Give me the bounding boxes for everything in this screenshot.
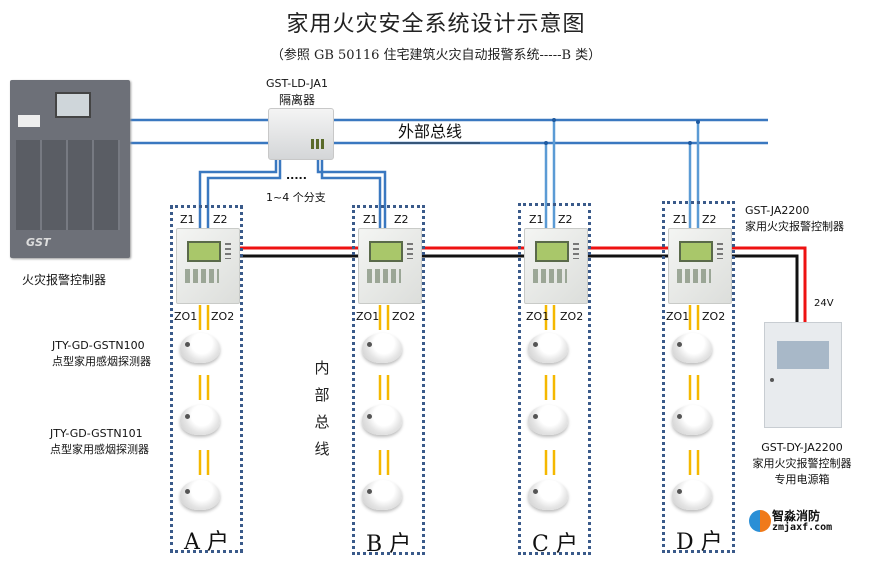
household-b-z1: Z1 xyxy=(363,213,378,226)
household-a-detector-1[interactable] xyxy=(180,333,220,363)
branch-b-z1 xyxy=(316,158,387,228)
household-c xyxy=(518,203,591,555)
power-supply-desc: 专用电源箱 xyxy=(774,473,830,486)
branch-a-z1 xyxy=(198,158,278,228)
power-supply-model: GST-DY-JA2200 xyxy=(761,441,843,454)
household-d-detector-1[interactable] xyxy=(672,333,712,363)
household-b-detector-1[interactable] xyxy=(362,333,402,363)
branch-note: 1~4 个分支 xyxy=(266,191,326,204)
external-bus-label: 外部总线 xyxy=(398,122,463,141)
panel-brand-logo: GST xyxy=(26,236,51,249)
household-a-z1: Z1 xyxy=(180,213,195,226)
watermark-url: zmjaxf.com xyxy=(772,522,833,533)
household-b-z2: Z2 xyxy=(394,213,409,226)
household-b-detector-2[interactable] xyxy=(362,405,402,435)
household-d-controller[interactable] xyxy=(668,228,732,304)
household-a-label: A 户 xyxy=(184,530,229,555)
home-controller-name: 家用火灾报警控制器 xyxy=(745,220,844,233)
household-c-z1: Z1 xyxy=(529,213,544,226)
household-c-zo2: ZO2 xyxy=(560,310,584,323)
watermark-name: 智淼消防 xyxy=(772,509,821,523)
household-a-controller[interactable] xyxy=(176,228,240,304)
household-d-label: D 户 xyxy=(676,530,723,555)
household-c-zo1: ZO1 xyxy=(526,310,550,323)
branch-a-z2 xyxy=(206,158,282,228)
detector-2-name: 点型家用感烟探测器 xyxy=(50,443,149,456)
watermark-logo-icon xyxy=(749,510,771,532)
power-supply-panel xyxy=(777,341,829,369)
household-b-label: B 户 xyxy=(366,532,412,557)
power-supply-name: 家用火灾报警控制器 xyxy=(752,457,852,470)
detector-1-model: JTY-GD-GSTN100 xyxy=(52,339,145,352)
household-a-detector-3[interactable] xyxy=(180,480,220,510)
zone-output-lines xyxy=(198,305,700,475)
branch-dots: ..... xyxy=(286,169,307,182)
household-b-zo2: ZO2 xyxy=(392,310,416,323)
panel-printer xyxy=(18,115,40,127)
power-supply-box xyxy=(764,322,842,428)
household-d xyxy=(662,201,735,553)
household-a-zo2: ZO2 xyxy=(211,310,235,323)
household-c-detector-1[interactable] xyxy=(528,333,568,363)
household-c-z2: Z2 xyxy=(558,213,573,226)
household-d-zo2: ZO2 xyxy=(702,310,726,323)
household-c-detector-2[interactable] xyxy=(528,405,568,435)
isolator-device xyxy=(268,108,334,160)
panel-display xyxy=(55,92,91,118)
fire-alarm-controller-panel: GST xyxy=(10,80,130,258)
diagram-subtitle: （参照 GB 50116 住宅建筑火灾自动报警系统-----B 类） xyxy=(270,48,602,63)
power-voltage-label: 24V xyxy=(814,298,834,309)
power-line-positive xyxy=(240,246,807,322)
main-controller-label: 火灾报警控制器 xyxy=(22,273,107,287)
internal-bus-label: 内 部 总 线 xyxy=(314,359,330,458)
isolator-leds xyxy=(311,139,325,149)
household-b xyxy=(352,205,425,555)
detector-1-name: 点型家用感烟探测器 xyxy=(52,355,151,368)
power-line-negative xyxy=(240,254,799,322)
household-c-controller[interactable] xyxy=(524,228,588,304)
household-d-detector-3[interactable] xyxy=(672,480,712,510)
household-b-zo1: ZO1 xyxy=(356,310,380,323)
household-a-detector-2[interactable] xyxy=(180,405,220,435)
household-d-z2: Z2 xyxy=(702,213,717,226)
power-supply-lock xyxy=(770,378,774,382)
branch-b-z2 xyxy=(320,158,382,228)
household-c-label: C 户 xyxy=(532,532,578,557)
household-a-zo1: ZO1 xyxy=(174,310,198,323)
isolator-label: 隔离器 xyxy=(278,93,315,107)
household-d-z1: Z1 xyxy=(673,213,688,226)
household-c-detector-3[interactable] xyxy=(528,480,568,510)
panel-modules xyxy=(16,140,120,230)
household-d-zo1: ZO1 xyxy=(666,310,690,323)
isolator-model: GST-LD-JA1 xyxy=(266,77,328,90)
household-d-detector-2[interactable] xyxy=(672,405,712,435)
household-b-detector-3[interactable] xyxy=(362,480,402,510)
household-a-z2: Z2 xyxy=(213,213,228,226)
diagram-title: 家用火灾安全系统设计示意图 xyxy=(286,12,586,37)
household-b-controller[interactable] xyxy=(358,228,422,304)
home-controller-model: GST-JA2200 xyxy=(745,204,810,217)
household-a xyxy=(170,205,243,553)
detector-2-model: JTY-GD-GSTN101 xyxy=(50,427,143,440)
